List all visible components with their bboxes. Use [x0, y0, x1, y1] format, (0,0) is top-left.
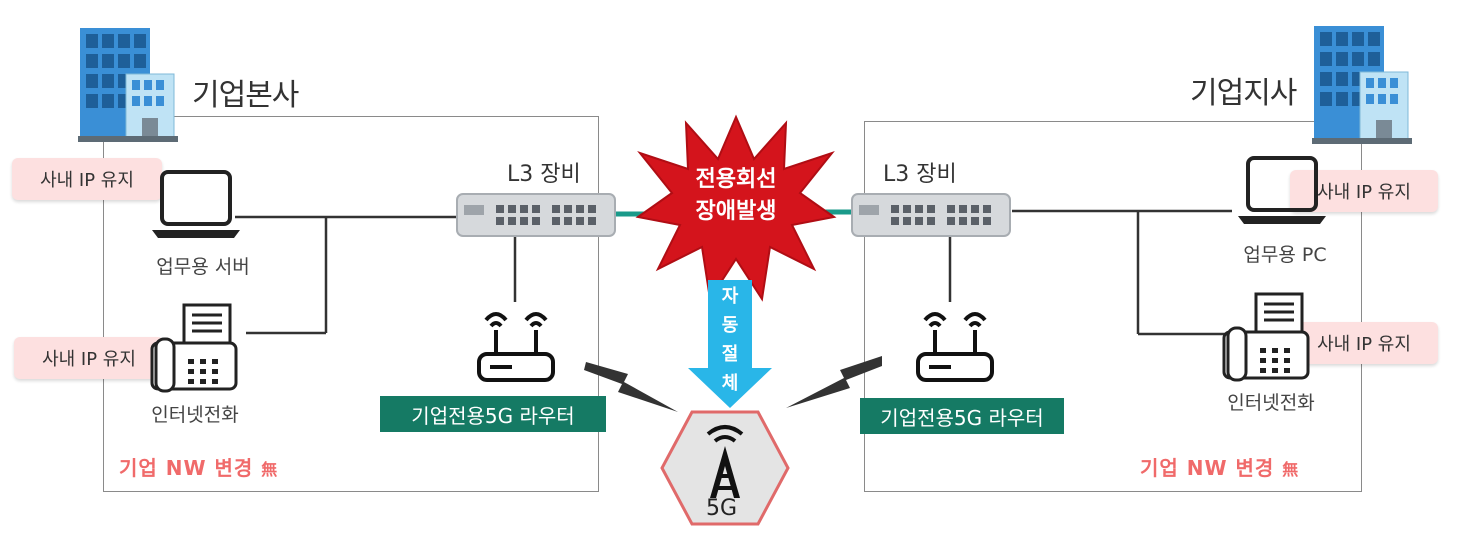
wireless-link-right-icon: [786, 356, 882, 408]
branch-l3-label: L3 장비: [883, 162, 957, 187]
hq-device-bottom-label: 인터넷전화: [151, 404, 239, 426]
branch-device-top-label: 업무용 PC: [1243, 244, 1327, 266]
hq-nw-note-suffix: 無: [261, 460, 279, 479]
branch-ip-badge-top: 사내 IP 유지: [1290, 170, 1438, 212]
l3-switch-icon: [456, 193, 616, 237]
arrow-char-1: 자: [721, 286, 739, 307]
branch-device-bottom-label: 인터넷전화: [1227, 392, 1315, 414]
internet-phone-icon: [1222, 292, 1310, 382]
hq-router-label: 기업전용5G 라우터: [380, 396, 606, 432]
branch-title: 기업지사: [1190, 76, 1297, 111]
hq-nw-note: 기업 NW 변경 無: [119, 452, 278, 481]
router-icon: [477, 312, 555, 382]
branch-nw-note-suffix: 無: [1282, 460, 1300, 479]
hq-nw-note-text: 기업 NW 변경: [119, 456, 254, 480]
hq-l3-label: L3 장비: [507, 162, 581, 187]
branch-ip-badge-bottom: 사내 IP 유지: [1290, 322, 1438, 364]
arrow-char-4: 체: [721, 373, 739, 394]
laptop-icon: [152, 170, 240, 238]
hq-title: 기업본사: [192, 78, 299, 113]
hq-ip-badge-top: 사내 IP 유지: [12, 158, 162, 200]
l3-switch-icon: [851, 193, 1011, 237]
burst-line-1: 전용회선: [695, 167, 777, 192]
hq-site-box: [103, 116, 599, 492]
branch-nw-note-text: 기업 NW 변경: [1140, 456, 1275, 480]
failure-burst-text: 전용회선 장애발생: [676, 164, 796, 228]
failover-arrow-icon: [688, 280, 772, 408]
5g-label: 5G: [706, 496, 738, 521]
wireless-link-left-icon: [584, 362, 678, 412]
arrow-char-2: 동: [721, 315, 739, 336]
building-icon: [78, 28, 178, 142]
failure-burst-icon: [635, 114, 837, 302]
failover-arrow-text: 자 동 절 체: [712, 282, 748, 398]
building-icon: [1312, 26, 1412, 144]
5g-network-icon: [660, 410, 790, 526]
arrow-char-3: 절: [721, 344, 739, 365]
hq-device-top-label: 업무용 서버: [156, 256, 250, 278]
burst-line-2: 장애발생: [695, 199, 777, 224]
router-icon: [916, 312, 994, 382]
branch-site-box: [864, 121, 1362, 492]
branch-nw-note: 기업 NW 변경 無: [1140, 452, 1299, 481]
internet-phone-icon: [150, 303, 238, 393]
hq-ip-badge-bottom: 사내 IP 유지: [14, 337, 164, 379]
branch-router-label: 기업전용5G 라우터: [860, 398, 1064, 434]
laptop-icon: [1238, 156, 1326, 224]
